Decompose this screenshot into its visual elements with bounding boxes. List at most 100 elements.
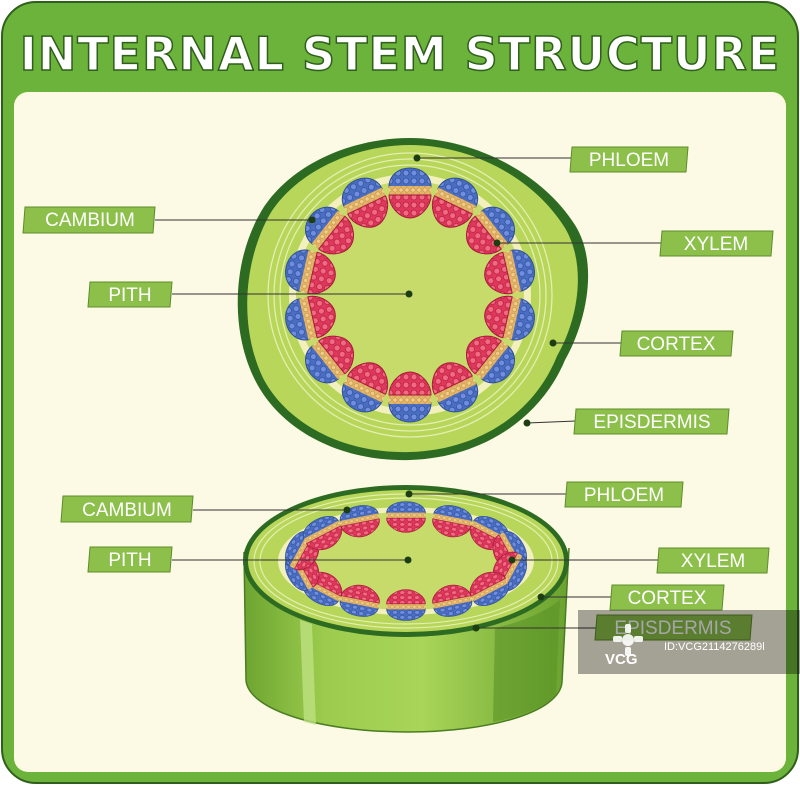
bottom-phloem-6 — [472, 582, 510, 606]
watermark-brand: VCG — [605, 651, 638, 668]
top-phloem-12 — [285, 249, 310, 293]
bottom-xylem-8 — [386, 589, 426, 605]
bottom-phloem-2 — [433, 505, 473, 522]
top-phloem-6 — [480, 345, 516, 384]
top-bundle-6 — [466, 335, 516, 384]
bottom-bundle-7 — [432, 584, 473, 617]
top-phloem-1 — [388, 167, 432, 188]
top-xylem-text: XYLEM — [684, 234, 748, 255]
top-cambium-2 — [434, 187, 477, 215]
top-phloem-4 — [510, 249, 535, 293]
top-bundle-5 — [484, 295, 535, 341]
watermark-id: ID:VCG2114276289l — [664, 641, 765, 653]
top-cambium-1 — [389, 186, 431, 195]
bottom-bundle-9 — [339, 584, 380, 617]
top-phloem-7 — [437, 382, 479, 413]
bottom-xylem-6 — [469, 571, 506, 597]
bottom-xylem-1 — [386, 517, 426, 533]
top-epidermis-text: EPISDERMIS — [593, 412, 710, 433]
bottom-bundle-1 — [386, 501, 426, 533]
bottom-xylem-7 — [432, 584, 472, 604]
top-xylem-13 — [318, 215, 354, 255]
bottom-label-epidermis: EPISDERMIS — [472, 614, 753, 641]
top-cambium-6 — [475, 340, 509, 380]
bottom-cylinder — [243, 485, 570, 733]
bottom-bundle-8 — [386, 589, 426, 621]
top-phloem-5 — [510, 297, 535, 341]
top-phloem-3 — [480, 206, 516, 245]
top-labels: PHLOEM CAMBIUM XYLEM PITH CORTEX — [22, 146, 774, 435]
bottom-xylem-14 — [340, 518, 380, 538]
bottom-phloem-13 — [302, 516, 340, 540]
bottom-phloem-8 — [386, 608, 426, 621]
top-xylem-14 — [347, 195, 389, 228]
top-pith-text: PITH — [108, 285, 151, 306]
top-xylem-8 — [388, 371, 432, 396]
bottom-cambium-9 — [340, 595, 380, 609]
top-cambium-14 — [343, 187, 386, 215]
top-xylem-3 — [466, 215, 502, 255]
top-phloem-14 — [341, 177, 383, 208]
top-bundle-13 — [304, 206, 354, 255]
bottom-bundle-14 — [339, 505, 380, 538]
top-cambium-text: CAMBIUM — [45, 210, 135, 231]
top-cambium-5 — [502, 296, 521, 340]
bottom-cambium-2 — [432, 513, 472, 527]
bottom-cambium-14 — [340, 513, 380, 527]
top-cambium-7 — [434, 375, 477, 403]
top-xylem-7 — [431, 362, 473, 395]
page-title: INTERNAL STEM STRUCTURE — [20, 27, 781, 81]
bottom-label-pith: PITH — [87, 546, 412, 573]
top-bundle-4 — [484, 249, 535, 295]
top-xylem-6 — [466, 335, 502, 375]
top-cambium-3 — [475, 210, 509, 250]
top-phloem-9 — [341, 382, 383, 413]
top-bundle-3 — [466, 206, 516, 255]
bottom-xylem-9 — [340, 584, 380, 604]
top-cortex-text: CORTEX — [637, 334, 716, 355]
top-label-cambium: CAMBIUM — [22, 206, 316, 234]
top-bundle-8 — [388, 371, 432, 423]
top-bundle-14 — [341, 177, 389, 228]
watermark-logo-icon — [613, 624, 643, 656]
top-cambium-4 — [502, 250, 521, 294]
bottom-cambium-8 — [386, 603, 426, 610]
bottom-cambium-text: CAMBIUM — [82, 500, 172, 521]
top-xylem-11 — [307, 295, 336, 339]
bottom-xylem-text: XYLEM — [681, 551, 745, 572]
top-phloem-13 — [304, 206, 340, 245]
top-phloem-text: PHLOEM — [589, 150, 669, 171]
top-label-cortex: CORTEX — [549, 330, 734, 357]
cylinder-side-shade — [493, 600, 560, 722]
top-bundle-2 — [431, 177, 479, 228]
top-bundle-12 — [285, 249, 336, 295]
bottom-label-phloem: PHLOEM — [405, 481, 684, 508]
bottom-phloem-9 — [339, 600, 379, 617]
top-label-xylem: XYLEM — [493, 230, 774, 257]
top-bundle-9 — [341, 362, 389, 413]
bottom-cambium-6 — [471, 578, 509, 602]
cylinder-side-highlight — [300, 620, 316, 725]
bottom-bundle-6 — [469, 571, 510, 606]
top-xylem-10 — [318, 335, 354, 375]
top-cambium-8 — [389, 395, 431, 404]
top-cortex-rings — [267, 152, 553, 438]
bottom-phloem-text: PHLOEM — [584, 485, 664, 506]
top-phloem-2 — [437, 177, 479, 208]
top-xylem-5 — [484, 295, 513, 339]
bottom-xylem-2 — [432, 518, 472, 538]
top-xylem-2 — [431, 195, 473, 228]
top-bundle-11 — [285, 295, 336, 341]
bottom-label-cambium: CAMBIUM — [60, 495, 351, 523]
bottom-cortex-text: CORTEX — [628, 588, 707, 609]
top-cambium-11 — [299, 296, 318, 340]
bottom-label-xylem: XYLEM — [508, 547, 770, 574]
top-bundle-7 — [431, 362, 479, 413]
bottom-cambium-7 — [432, 595, 472, 609]
bottom-epidermis-text: EPISDERMIS — [614, 618, 731, 639]
bottom-bundle-2 — [432, 505, 473, 538]
top-label-epidermis: EPISDERMIS — [523, 408, 730, 435]
top-cambium-10 — [311, 340, 345, 380]
bottom-bundle-13 — [302, 516, 343, 551]
bottom-cambium-1 — [386, 512, 426, 519]
